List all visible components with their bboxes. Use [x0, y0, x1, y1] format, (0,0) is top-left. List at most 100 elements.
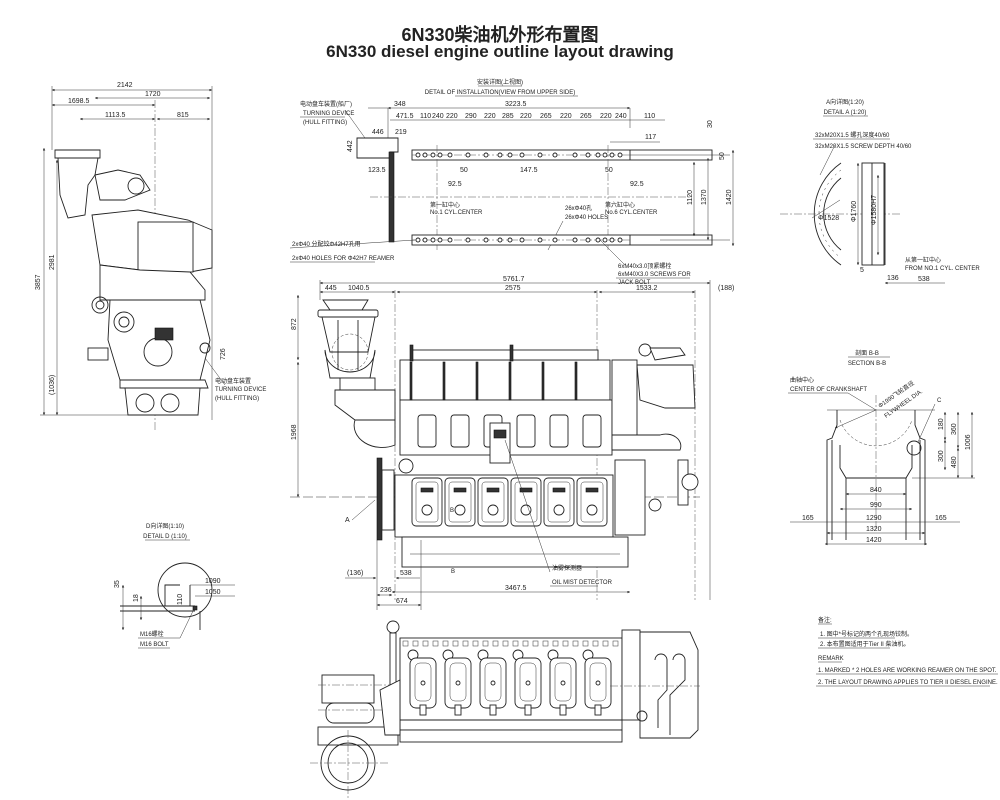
dim-a-136: 136 — [887, 275, 899, 282]
detail-a-from-zh: 从第一缸中心 — [905, 256, 941, 264]
install-turning-en: TURNING DEVICE — [303, 111, 354, 117]
stud — [592, 640, 599, 647]
bolt-hole — [507, 237, 513, 243]
end-turning-device-en: TURNING DEVICE — [215, 387, 266, 393]
dim-1120: 1120 — [687, 190, 694, 205]
bolt-hole — [572, 152, 578, 158]
cylinder-head — [584, 657, 612, 709]
door-handle — [585, 487, 599, 493]
oil-mist-label-zh: 油雾探测器 — [552, 564, 582, 572]
dim-side-136: (136) — [347, 570, 363, 577]
rail-holes-bottom — [415, 237, 623, 243]
remark-en-2: 2. THE LAYOUT DRAWING APPLIES TO TIER II… — [818, 680, 998, 686]
relief-valve — [553, 504, 565, 516]
door-handle — [519, 487, 533, 493]
dim-bb-840: 840 — [870, 487, 882, 494]
dim-side-188: (188) — [718, 285, 734, 292]
section-bb-title-zh: 剖面 B-B — [855, 349, 879, 357]
bolt-hole — [465, 152, 471, 158]
cylinder-cover — [450, 414, 470, 448]
door-frame — [514, 481, 538, 523]
detail-d-circle — [157, 562, 213, 618]
bolt-hole — [430, 237, 436, 243]
stud — [472, 640, 479, 647]
oil-mist-detector — [489, 422, 511, 464]
remark-zh-2: 2. 本布置图适用于Tier II 柴油机。 — [820, 640, 909, 648]
door-handle — [420, 487, 434, 493]
remark-en-1: 1. MARKED * 2 HOLES ARE WORKING REAMER O… — [818, 668, 997, 674]
dim-50: 50 — [460, 167, 468, 174]
cyl1-center-en: No.1 CYL.CENTER — [430, 210, 483, 216]
door-handle — [486, 487, 500, 493]
dim-side-1533: 1533.2 — [636, 285, 658, 292]
rocker-post — [442, 361, 446, 401]
cyl6-center-en: No.6 CYL.CENTER — [605, 210, 658, 216]
label-b2: B — [451, 569, 455, 575]
holes-label-en: 26xΦ40 HOLES — [565, 215, 608, 221]
bolt-hole — [422, 237, 428, 243]
dim-147: 147.5 — [520, 167, 538, 174]
cylinder-head-inner — [414, 662, 432, 702]
top-view-base — [399, 729, 623, 743]
injector — [455, 680, 461, 686]
exhaust-bracket — [334, 389, 396, 421]
dim-end-1698: 1698.5 — [68, 98, 90, 105]
stud — [552, 640, 559, 647]
bolt-hole — [595, 152, 601, 158]
crankcase-door — [444, 477, 476, 527]
dim-bb-165-right: 165 — [935, 515, 947, 522]
installation-detail: 安装详图(上视图) DETAIL OF INSTALLATION(VIEW FR… — [289, 78, 735, 286]
detail-a-title-zh: A向详图(1:20) — [826, 98, 864, 106]
bolt-hole — [497, 237, 503, 243]
bolt-hole — [430, 152, 436, 158]
dim-3223: 3223.5 — [505, 101, 527, 108]
top-view — [310, 620, 700, 798]
bolt-hole — [415, 237, 421, 243]
installation-title-en: DETAIL OF INSTALLATION(VIEW FROM UPPER S… — [425, 90, 575, 96]
bolt-hole — [447, 237, 453, 243]
dim-bb-300: 300 — [938, 450, 945, 462]
dim-bb-480: 480 — [951, 456, 958, 468]
dim-bb-180: 180 — [938, 418, 945, 430]
dim-bb-1006: 1006 — [965, 434, 972, 450]
fuel-pump — [419, 704, 427, 716]
detail-a-screw-en: 32xM20X1.5 SCREW DEPTH 40/60 — [815, 144, 912, 150]
dim-spacing: 240 — [615, 113, 627, 120]
pump-flange — [648, 498, 662, 512]
rocker-post — [574, 361, 578, 401]
dim-end-2981: 2981 — [49, 254, 56, 270]
side-view-gauge — [398, 458, 414, 474]
dim-bb-165-left: 165 — [802, 515, 814, 522]
turbo-inlet — [322, 299, 369, 311]
remarks-title-en: REMARK — [818, 656, 844, 662]
bolt-hole — [537, 152, 543, 158]
dim-end-815: 815 — [177, 112, 189, 119]
rocker-post — [541, 361, 545, 401]
injector — [490, 680, 496, 686]
label-c: C — [937, 398, 942, 404]
dim-spacing: 285 — [502, 113, 514, 120]
dim-bb-1290: 1290 — [866, 515, 882, 522]
dim-end-1036: (1036) — [49, 375, 56, 395]
top-view-cylinder-heads — [407, 649, 612, 716]
dim-d-1090: 1090 — [205, 578, 221, 585]
dim-side-1968: 1968 — [291, 424, 298, 440]
dim-d-35: 35 — [114, 580, 121, 588]
stud — [452, 640, 459, 647]
dim-side-872: 872 — [291, 318, 298, 330]
engine-upper-block — [99, 264, 206, 301]
rocker-rail — [411, 349, 599, 361]
stud — [442, 640, 449, 647]
bolt-hole — [437, 237, 443, 243]
bolt-hole — [552, 237, 558, 243]
relief-valve — [520, 504, 532, 516]
stud — [602, 640, 609, 647]
dim-bb-1320: 1320 — [866, 526, 882, 533]
dim-spacing: 110 — [644, 113, 655, 120]
dim-bb-990: 990 — [870, 502, 882, 509]
dim-side-538: 538 — [400, 570, 412, 577]
door-frame — [547, 481, 571, 523]
door-frame — [448, 481, 472, 523]
screws-label-en: 6xM40X3.0 SCREWS FOR — [618, 272, 691, 278]
drawing-title-chinese: 6N330柴油机外形布置图 — [401, 25, 599, 45]
